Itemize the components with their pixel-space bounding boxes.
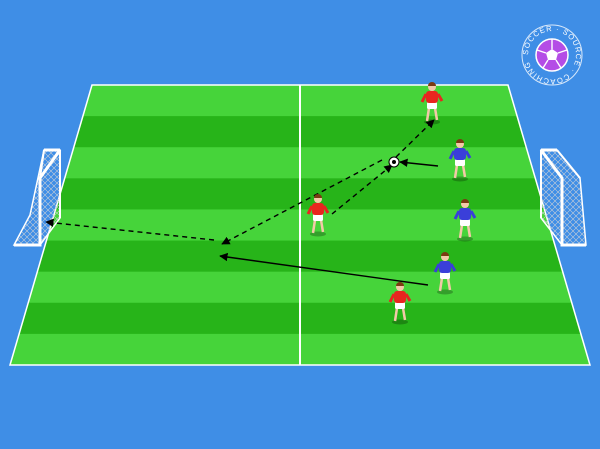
soccer-ball-icon	[388, 156, 400, 168]
players	[306, 82, 477, 325]
pass-arrow-1	[331, 164, 393, 215]
shot-arrow	[45, 218, 215, 241]
red-player-icon	[306, 194, 330, 237]
red-player-icon	[388, 282, 412, 325]
pitch-boundary	[8, 84, 592, 366]
goal-right-icon	[539, 148, 587, 247]
pitch	[8, 84, 592, 366]
run-arrow	[219, 252, 429, 286]
pass-arrow-3	[221, 159, 383, 245]
red-player-icon	[420, 82, 444, 125]
blue-player-icon	[448, 139, 472, 182]
blue-player-icon	[453, 199, 477, 242]
blue-player-icon	[433, 252, 457, 295]
movement-arrows	[45, 119, 439, 286]
logo-ball-icon	[535, 38, 569, 72]
press-arrow	[399, 158, 439, 167]
